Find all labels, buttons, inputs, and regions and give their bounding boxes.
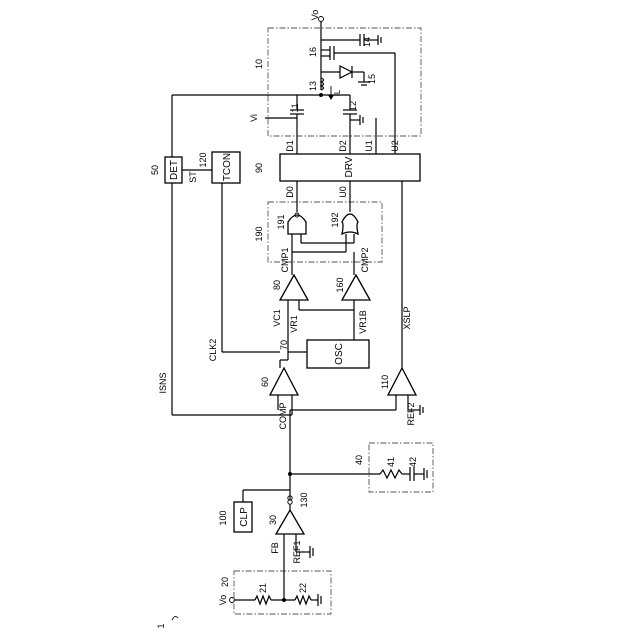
ref-10: 10 <box>254 59 264 69</box>
label-fb: FB <box>270 542 280 554</box>
ref-15: 15 <box>367 74 377 84</box>
label-xslp: XSLP <box>402 306 412 329</box>
ref-30: 30 <box>268 515 278 525</box>
ref-21: 21 <box>258 583 268 593</box>
label-u1: U1 <box>364 140 374 152</box>
label-ref1: REF1 <box>292 540 302 563</box>
label-cmp2: CMP2 <box>360 247 370 272</box>
label-d1: D1 <box>285 140 295 152</box>
ref-42: 42 <box>408 457 418 467</box>
label-vi: Vi <box>249 114 259 122</box>
ref-191: 191 <box>276 214 286 229</box>
ref-130: 130 <box>299 492 309 507</box>
label-d0: D0 <box>285 186 295 198</box>
label-st: ST <box>188 171 198 183</box>
label-vo-top: Vo <box>310 10 320 21</box>
tcon-label: TCON <box>222 153 233 181</box>
figure-label: 1 <box>156 623 166 628</box>
comparator-160 <box>342 275 370 300</box>
ref-160: 160 <box>335 277 345 292</box>
comparator-60 <box>270 368 298 395</box>
label-u2: U2 <box>390 140 400 152</box>
ref-11: 11 <box>290 103 300 112</box>
label-cmp1: CMP1 <box>280 247 290 272</box>
label-vc1: VC1 <box>272 309 282 327</box>
ref-100: 100 <box>218 510 228 525</box>
label-isns: ISNS <box>158 372 168 393</box>
drv-label: DRV <box>344 156 355 177</box>
ref-14: 14 <box>362 37 372 47</box>
ref-70: 70 <box>279 340 289 350</box>
label-clk2: CLK2 <box>208 339 218 362</box>
ref-41: 41 <box>386 457 396 467</box>
ref-80: 80 <box>272 280 282 290</box>
label-d2: D2 <box>338 140 348 152</box>
sensor-block-10-outline <box>268 28 421 136</box>
label-vr1b: VR1B <box>358 310 368 334</box>
comparator-80 <box>280 275 308 300</box>
rc-network-40-outline <box>369 443 433 492</box>
ref-90: 90 <box>254 163 264 173</box>
ref-110: 110 <box>380 375 390 389</box>
ref-13: 13 <box>308 81 318 91</box>
ref-190: 190 <box>254 226 264 241</box>
label-vr1: VR1 <box>289 315 299 333</box>
ref-16: 16 <box>308 47 318 57</box>
error-amp-30 <box>276 510 304 534</box>
det-label: DET <box>169 160 180 180</box>
label-vo-left: Vo <box>218 595 228 606</box>
label-ref2: REF2 <box>406 402 416 425</box>
ref-50: 50 <box>150 165 160 175</box>
comparator-110 <box>388 368 416 395</box>
ref-20: 20 <box>220 577 230 587</box>
logic-gates <box>288 213 358 275</box>
label-u0: U0 <box>338 186 348 198</box>
osc-label: OSC <box>334 343 345 365</box>
label-il: IL <box>333 89 342 96</box>
ref-40: 40 <box>354 455 364 465</box>
ref-60: 60 <box>260 377 270 387</box>
ref-22: 22 <box>298 583 308 593</box>
ref-12: 12 <box>348 101 358 111</box>
clp-label: CLP <box>239 507 250 527</box>
label-comp: COMP <box>278 403 288 430</box>
ref-192: 192 <box>330 212 340 227</box>
divider-20-outline <box>234 571 331 614</box>
ref-120: 120 <box>198 152 208 167</box>
